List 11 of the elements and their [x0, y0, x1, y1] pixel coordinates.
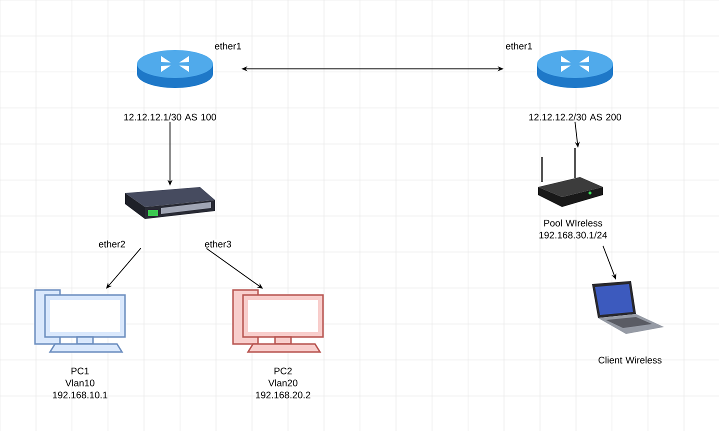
device-label: 12.12.12.1/30 AS 100	[124, 114, 216, 120]
switch-drawing	[125, 187, 215, 219]
device-label: Pool WIreless 192.168.30.1/24	[539, 220, 608, 238]
edge-label: ether3	[204, 240, 232, 248]
edge-label: ether2	[98, 240, 126, 248]
device-label: PC2 Vlan20 192.168.20.2	[256, 368, 310, 398]
device-label: PC1 Vlan10 192.168.10.1	[53, 368, 108, 398]
device-label: 12.12.12.2/30 AS 200	[529, 114, 622, 120]
port-label: ether1	[506, 42, 532, 50]
port-label: ether1	[214, 42, 241, 50]
device-label: Client Wireless	[598, 356, 662, 364]
